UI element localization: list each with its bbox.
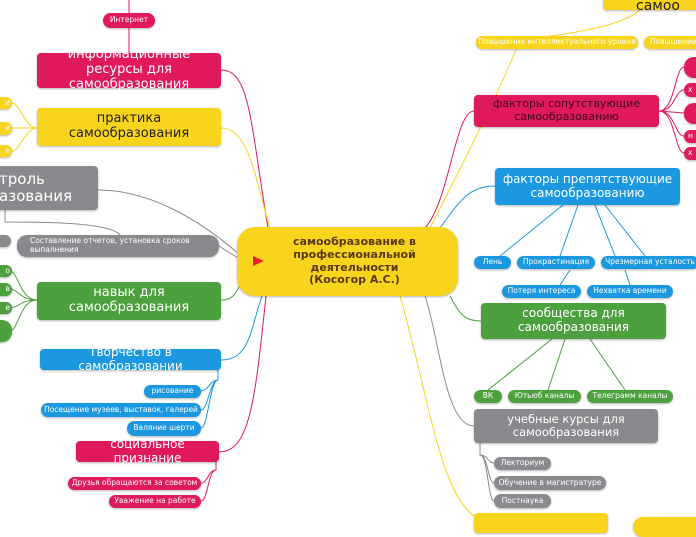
community-child[interactable]: Телеграмм каналы [587,390,673,403]
practice-child[interactable]: и [0,122,12,135]
child-internet[interactable]: Интернет [103,13,155,28]
skill-child[interactable] [0,320,12,342]
central-topic[interactable]: самообразование в профессиональной деяте… [237,227,458,296]
skill-child[interactable]: е [0,302,12,314]
topic-tasks[interactable]: задачи самоо [603,0,696,14]
accompanying-child[interactable]: х [684,83,696,97]
creativity-child[interactable]: Валяние шерти [127,421,201,436]
accompanying-child[interactable] [684,103,696,124]
accompanying-child[interactable]: х [684,147,696,160]
course-child[interactable]: Лекториум [494,457,551,470]
topic-accompanying-factors[interactable]: факторы сопутствующие самообразованию [474,95,659,127]
practice-child[interactable]: и [0,97,12,109]
topic-communities[interactable]: сообщества для самообразования [481,303,666,339]
connector-lines [4,0,685,520]
practice-child[interactable]: е [0,145,12,157]
obstacle-child[interactable]: Лень [474,256,511,269]
tasks-child[interactable]: Повышение [644,36,696,49]
skill-child[interactable]: о [0,265,12,277]
course-child[interactable]: Обучение в магистратуре [494,476,606,490]
obstacle-child[interactable]: Чрезмерная усталость [601,256,696,269]
flag-icon [253,256,264,266]
course-child[interactable]: Постнаука [494,494,551,508]
obstacle-child[interactable]: Потеря интереса [502,285,581,298]
social-child[interactable]: Друзья обращаются за советом [68,477,201,490]
topic-control[interactable]: троль азования [0,166,98,210]
creativity-child[interactable]: Посещение музеев, выставок, галерей [41,403,201,417]
topic-practice[interactable]: практика самообразования [37,108,221,146]
topic-creativity[interactable]: Творчество в самобразовании [40,345,221,372]
accompanying-child[interactable]: н [684,130,696,143]
control-child-reports[interactable]: Составление отчетов, установка сроков вы… [17,235,219,257]
obstacle-child[interactable]: Нехватка времени [587,285,673,298]
community-child[interactable]: ВК [474,390,502,403]
obstacle-child[interactable]: Прокрастинация [517,256,595,269]
topic-social[interactable]: социальное признание [76,437,219,464]
control-child[interactable] [0,235,11,247]
topic-obstacle-factors[interactable]: факторы препятствующие самообразованию [495,168,680,205]
tasks-child[interactable]: Повышение интеллектуального уровня [476,36,638,49]
accompanying-child[interactable] [684,57,696,78]
topic-info-resources[interactable]: информационные ресурсы для самообразован… [37,47,221,92]
topic-bottom-right-partial[interactable] [633,517,696,537]
social-child[interactable]: Уважение на работе [109,495,201,508]
topic-courses[interactable]: учебные курсы для самообразования [474,409,658,443]
skill-child[interactable]: в [0,283,12,296]
community-child[interactable]: Ютьюб каналы [508,390,581,403]
topic-skill[interactable]: навык для самообразования [37,282,221,320]
creativity-child[interactable]: рисование [144,385,201,398]
topic-bottom-partial[interactable] [474,513,608,533]
